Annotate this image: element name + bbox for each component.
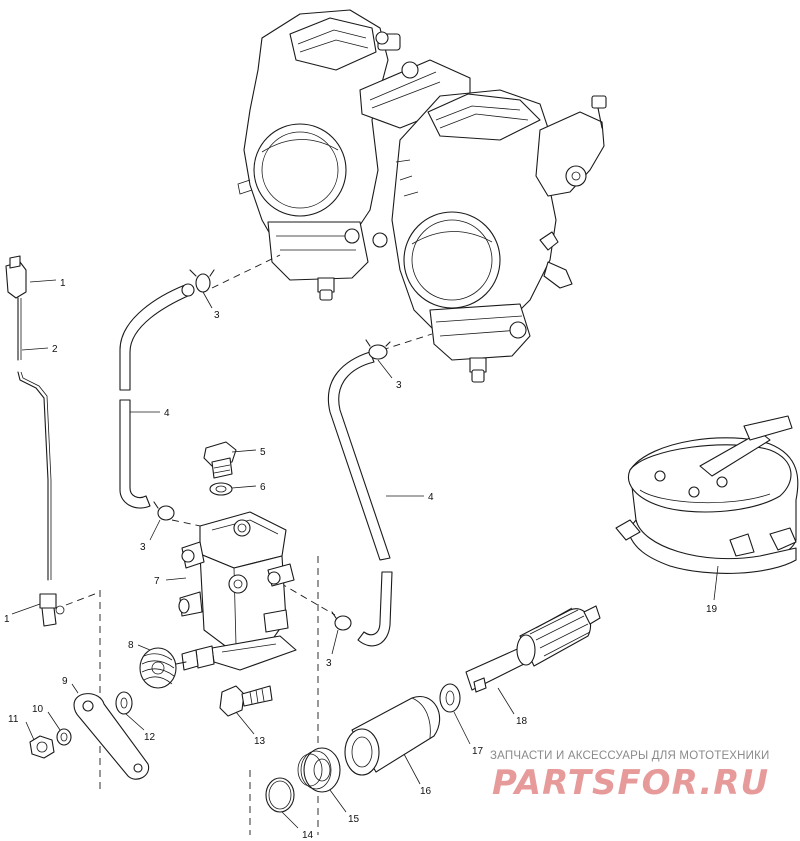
oil-pump-body [178,511,297,671]
callout-12: 12 [144,732,156,743]
hose-clamp-4 [331,611,352,631]
carburetor-assembly [237,9,607,383]
callout-1-bottom: 1 [4,614,10,625]
callout-16: 16 [420,786,432,797]
thrust-washer [439,683,461,713]
fuel-pump [615,415,799,574]
o-ring [265,777,295,813]
callout-19: 19 [706,604,718,615]
callout-4-left: 4 [164,408,170,419]
callout-17: 17 [472,746,484,757]
callout-14: 14 [302,830,314,841]
callout-3-bottom: 3 [326,658,332,669]
watermark-logo: PARTSFOR.RU [492,763,769,803]
bleed-screw [203,441,237,479]
hose-clamp-1 [189,269,215,293]
callout-13: 13 [254,736,266,747]
callout-8: 8 [128,640,134,651]
mounting-bolt [219,685,273,717]
flat-washer [115,691,133,715]
oil-pump-cable [5,255,65,627]
callout-3-top: 3 [214,310,220,321]
callout-10: 10 [32,704,44,715]
callout-5: 5 [260,447,266,458]
callout-11: 11 [8,714,19,725]
pump-lever [73,693,150,780]
drive-bushing [344,695,440,776]
hex-nut [29,735,55,759]
callout-3-right: 3 [396,380,402,391]
leader-lines [11,279,719,829]
callout-9: 9 [62,676,68,687]
drive-shaft-gear [465,605,601,693]
callout-18: 18 [516,716,528,727]
sealing-washer [209,482,233,496]
callout-4-right: 4 [428,492,434,503]
return-spring [139,647,187,689]
lock-washer [56,728,72,746]
callout-2: 2 [52,344,58,355]
watermark-tagline: ЗАПЧАСТИ И АКСЕССУАРЫ ДЛЯ МОТОТЕХНИКИ [490,750,770,762]
fuel-hose-left [119,283,195,509]
callout-15: 15 [348,814,360,825]
callout-1-top: 1 [60,278,66,289]
callout-7: 7 [154,576,160,587]
callout-6: 6 [260,482,266,493]
watermark: ЗАПЧАСТИ И АКСЕССУАРЫ ДЛЯ МОТОТЕХНИКИ PA… [490,750,770,803]
fuel-hose-right [327,351,393,647]
hose-clamp-2 [365,339,391,360]
callout-3-left: 3 [140,542,146,553]
drive-spring [297,747,341,793]
callout-labels: 1 1 2 3 3 3 3 4 4 5 6 7 8 9 10 11 12 13 … [4,278,718,841]
hose-clamp-3 [153,501,175,521]
